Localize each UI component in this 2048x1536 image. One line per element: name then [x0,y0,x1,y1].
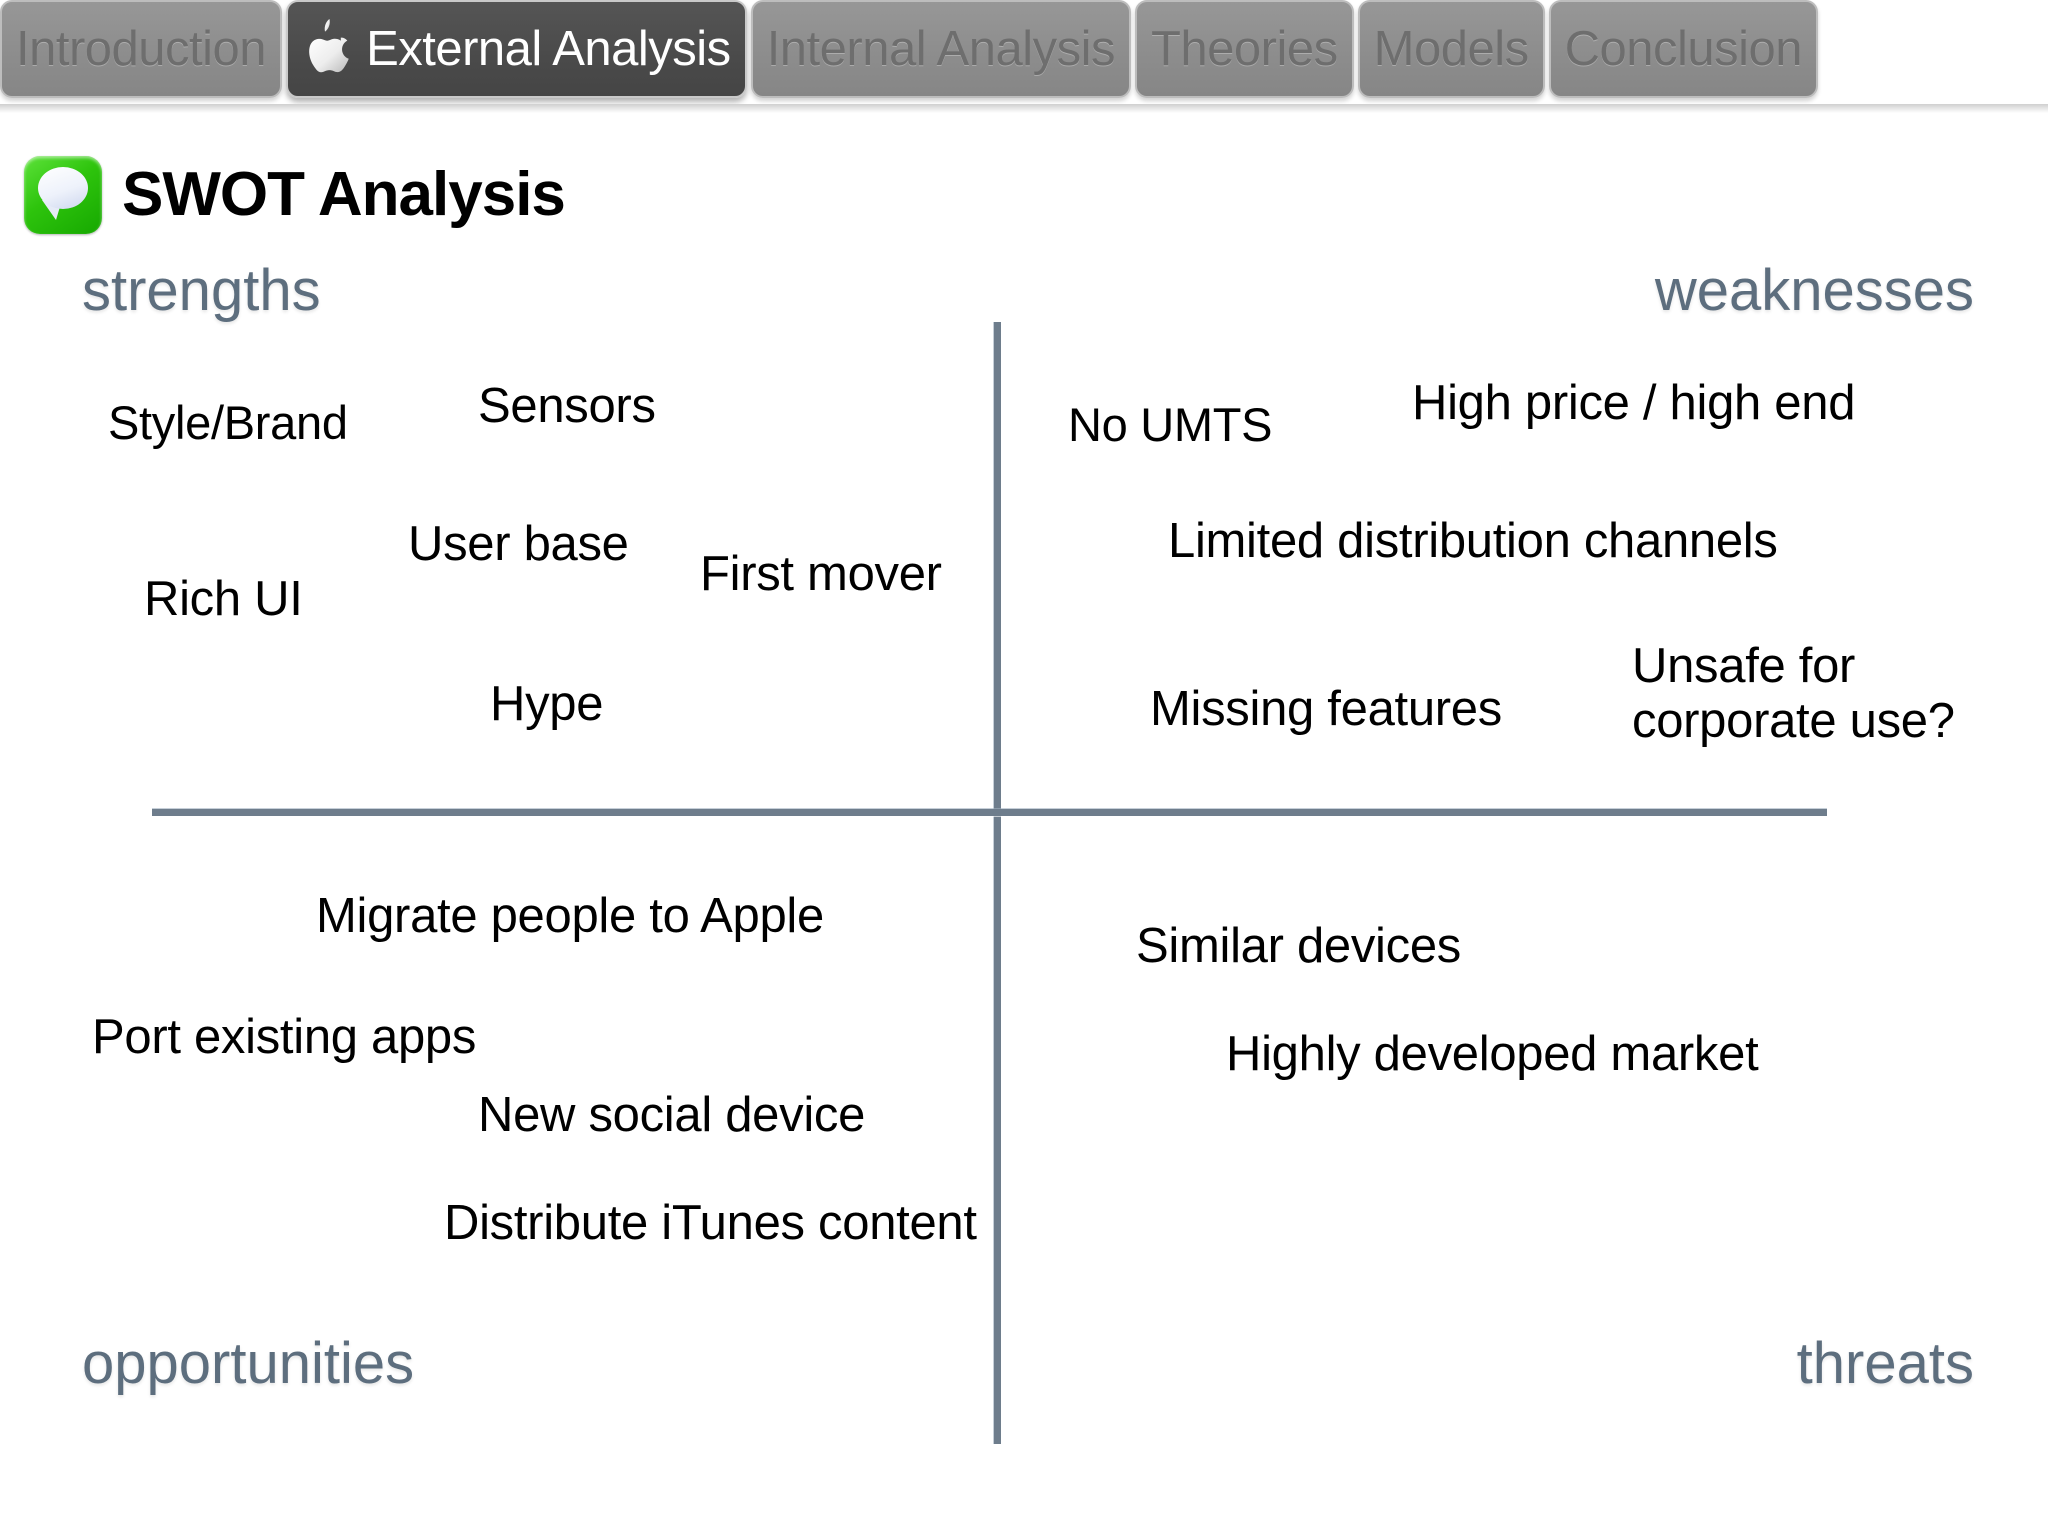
tab-label: Introduction [16,22,267,76]
page-title: SWOT Analysis [122,160,566,229]
swot-item-weaknesses: Unsafe for [1632,639,1856,693]
tab-models[interactable]: Models [1357,0,1545,98]
quadrant-label-strengths: strengths [82,258,321,323]
quadrant-label-weaknesses: weaknesses [1654,258,1974,323]
swot-item-weaknesses: corporate use? [1632,694,1955,748]
tab-introduction[interactable]: Introduction [0,0,283,98]
tab-label: Conclusion [1564,22,1803,76]
swot-item-threats: Highly developed market [1226,1027,1759,1081]
quadrant-label-opportunities: opportunities [82,1331,415,1396]
swot-item-weaknesses: Missing features [1150,682,1502,736]
swot-item-opportunities: Port existing apps [92,1010,477,1064]
apple-logo-icon [302,17,356,81]
tab-label: Internal Analysis [766,22,1116,76]
swot-item-strengths: Rich UI [144,572,303,626]
swot-item-strengths: First mover [700,547,942,601]
tab-label: Models [1373,22,1529,76]
swot-item-strengths: Style/Brand [108,396,348,449]
swot-item-opportunities: New social device [478,1088,866,1142]
horizontal-divider [152,809,1827,816]
swot-item-strengths: Hype [490,677,604,731]
swot-item-weaknesses: No UMTS [1068,398,1273,451]
tab-label: Theories [1151,22,1338,76]
tab-internal-analysis[interactable]: Internal Analysis [750,0,1131,98]
messages-bubble-icon [24,156,102,234]
bubble-shape [38,167,88,209]
tab-theories[interactable]: Theories [1135,0,1354,98]
swot-item-threats: Similar devices [1136,919,1461,973]
swot-item-opportunities: Migrate people to Apple [316,889,824,943]
swot-item-weaknesses: High price / high end [1412,376,1856,430]
swot-item-opportunities: Distribute iTunes content [444,1196,977,1250]
vertical-divider [994,322,1001,1444]
tab-label: External Analysis [366,22,731,76]
tab-external-analysis[interactable]: External Analysis [286,0,747,98]
swot-item-weaknesses: Limited distribution channels [1168,514,1778,568]
swot-item-strengths: Sensors [478,379,656,433]
swot-item-strengths: User base [408,517,629,571]
tab-conclusion[interactable]: Conclusion [1548,0,1819,98]
quadrant-label-threats: threats [1796,1331,1974,1396]
slide-header: SWOT Analysis [24,156,566,234]
navigation-tab-bar: Introduction External Analysis Internal A… [0,0,2048,113]
